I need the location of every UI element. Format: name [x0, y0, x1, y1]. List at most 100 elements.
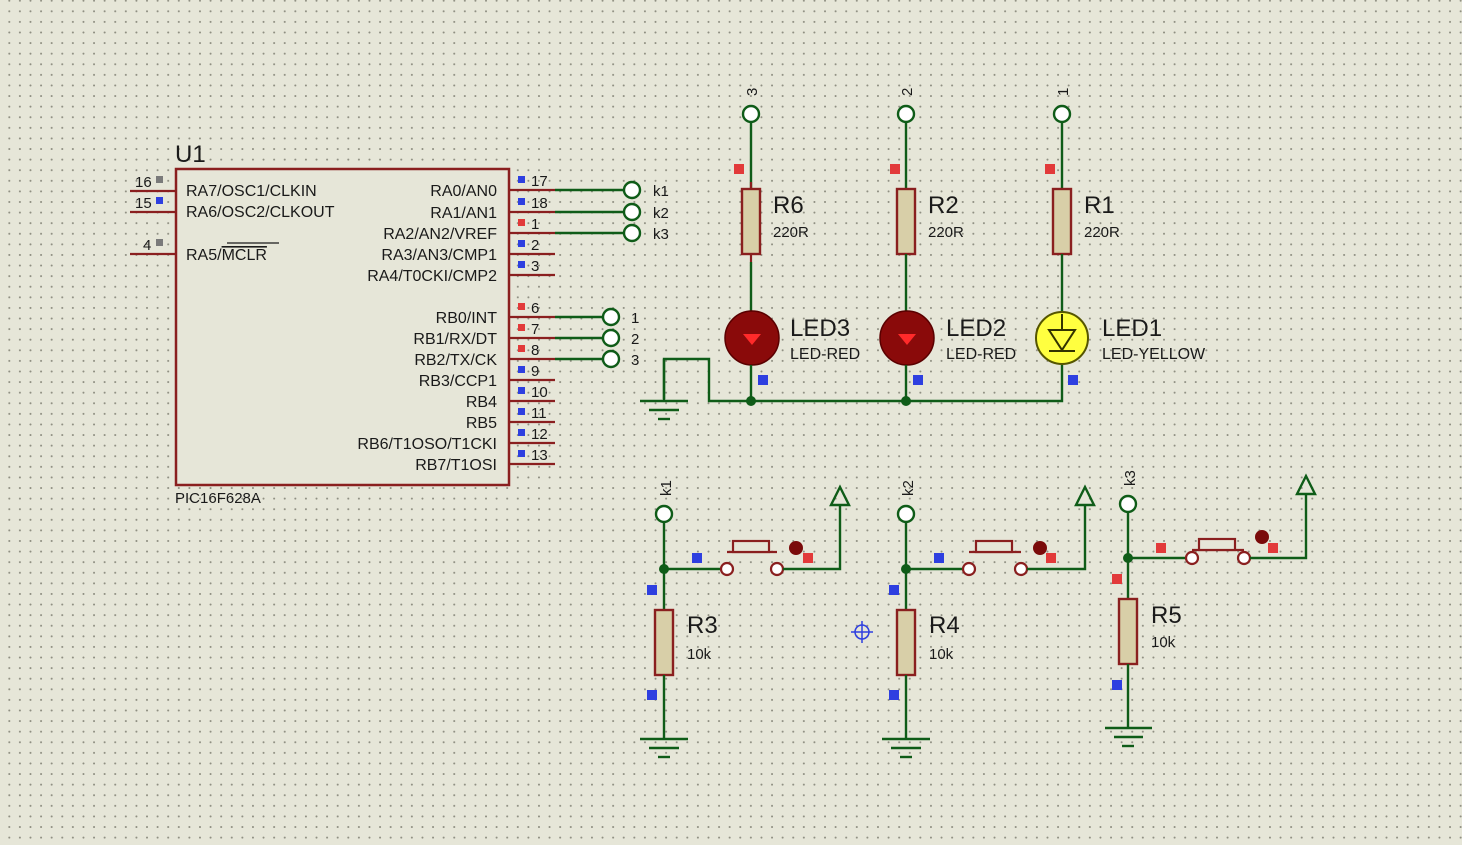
power-arrow-icon [829, 484, 851, 507]
mcu-pin-16-name: RA7/OSC1/CLKIN [186, 183, 317, 200]
mcu-pin-name: RB6/T1OSO/T1CKI [357, 436, 497, 453]
led-branch-led2: 2 R2 220R LED2 LED-RED [879, 88, 1016, 401]
mcu-pin-name: RB5 [466, 415, 497, 432]
pin-state-marker [518, 240, 525, 247]
resistor-r2[interactable] [895, 187, 917, 256]
mcu-pin-number: 2 [531, 237, 539, 254]
mcu-pin-number: 11 [531, 405, 547, 422]
led3-ref: LED3 [790, 315, 850, 342]
resistor-r5-ref: R5 [1151, 602, 1182, 629]
terminal-2[interactable] [601, 328, 621, 348]
led-common-wire[interactable] [662, 357, 1064, 403]
wire-switch-power-k1[interactable] [783, 505, 842, 571]
resistor-r6-value: 220R [773, 224, 809, 241]
resistor-r5[interactable] [1117, 597, 1139, 666]
mcu-pin-number: 10 [531, 384, 548, 401]
wire-switch-power-k2[interactable] [1027, 505, 1087, 571]
mcu-pin-name: RA2/AN2/VREF [383, 226, 497, 243]
resistor-r4-ref: R4 [929, 612, 960, 639]
pin-state-marker [518, 261, 525, 268]
led-branch-led3: 3 R6 220R LED3 LED-RED [724, 88, 860, 401]
resistor-r4-value: 10k [929, 646, 954, 663]
pin-state-marker [1156, 543, 1166, 553]
terminal-3[interactable] [601, 349, 621, 369]
terminal-led3[interactable] [741, 104, 761, 124]
mcu-pin-4-number: 4 [143, 237, 151, 254]
mcu-pin-number: 17 [531, 173, 548, 190]
terminal-1-label: 1 [631, 310, 639, 327]
pin-state-marker [156, 176, 163, 183]
ground-symbol-r5 [1105, 726, 1152, 748]
wire-switch-power-k3[interactable] [1250, 494, 1308, 560]
push-button-k2[interactable] [961, 539, 1047, 577]
led-ground-net [640, 357, 1064, 421]
mcu-pin-name: RA1/AN1 [430, 205, 497, 222]
pin-state-marker [518, 387, 525, 394]
pin-state-marker [647, 585, 657, 595]
switch-branch-k3: k3 R5 10k [1105, 470, 1317, 748]
terminal-1[interactable] [601, 307, 621, 327]
pin-state-marker [889, 690, 899, 700]
push-button-k1[interactable] [719, 539, 803, 577]
terminal-sw-k2-label: k2 [900, 480, 917, 496]
terminal-sw-k2[interactable] [896, 504, 916, 524]
pin-state-marker [1112, 680, 1122, 690]
resistor-r1-ref: R1 [1084, 192, 1115, 219]
pin-state-marker [518, 303, 525, 310]
resistor-r1[interactable] [1051, 187, 1073, 256]
resistor-r2-ref: R2 [928, 192, 959, 219]
mcu-pin-name: RA0/AN0 [430, 183, 497, 200]
resistor-r5-value: 10k [1151, 634, 1176, 651]
terminal-sw-k3[interactable] [1118, 494, 1138, 514]
power-arrow-icon [1074, 484, 1096, 507]
mcu-pin-4-name: RA5/MCLR [186, 247, 267, 264]
resistor-r2-value: 220R [928, 224, 964, 241]
power-arrow-icon [1295, 473, 1317, 496]
terminal-k2[interactable] [622, 202, 642, 222]
led2-value: LED-RED [946, 346, 1016, 363]
mcu-pin-4-name-plain: RA5/ [186, 247, 222, 264]
pin-state-marker [647, 690, 657, 700]
led2-arrow-icon [898, 334, 916, 345]
terminal-3-label: 3 [631, 352, 639, 369]
microcontroller-u1[interactable]: U1 PIC16F628A 16 RA7/OSC1/CLKIN 15 RA6/O… [130, 141, 555, 507]
mcu-pin-number: 6 [531, 300, 539, 317]
crosshair-cursor-icon [851, 621, 873, 643]
led3-value: LED-RED [790, 346, 860, 363]
led1-value: LED-YELLOW [1102, 346, 1206, 363]
terminal-led2[interactable] [896, 104, 916, 124]
terminal-sw-k1-label: k1 [658, 480, 675, 496]
push-button-k3[interactable] [1184, 530, 1269, 566]
terminal-k3-label: k3 [653, 226, 669, 243]
terminal-k3[interactable] [622, 223, 642, 243]
mcu-body[interactable] [174, 167, 511, 487]
terminal-led1[interactable] [1052, 104, 1072, 124]
pin-state-marker [1068, 375, 1078, 385]
mcu-pin-number: 9 [531, 363, 539, 380]
mcu-pin-name: RB1/RX/DT [413, 331, 497, 348]
pin-state-marker [518, 176, 525, 183]
resistor-r3[interactable] [653, 608, 675, 677]
port-b-terminals: 1 2 3 [555, 307, 639, 369]
resistor-r6[interactable] [740, 187, 762, 256]
terminal-k1[interactable] [622, 180, 642, 200]
mcu-pin-name: RB7/T1OSI [415, 457, 497, 474]
mcu-pin-16-number: 16 [135, 174, 152, 191]
terminal-sw-k1[interactable] [654, 504, 674, 524]
led-branch-led1: 1 R1 220R LED1 LED-YELLOW [1035, 88, 1206, 385]
mcu-part-label: PIC16F628A [175, 490, 261, 507]
mcu-pin-number: 12 [531, 426, 548, 443]
mcu-pin-15-name: RA6/OSC2/CLKOUT [186, 204, 335, 221]
pin-state-marker [156, 239, 163, 246]
pin-state-marker [518, 408, 525, 415]
terminal-led2-label: 2 [899, 88, 916, 96]
switch-branch-k2: k2 R4 10k [882, 480, 1096, 759]
pin-state-marker [1045, 164, 1055, 174]
pin-state-marker [1046, 553, 1056, 563]
resistor-r3-value: 10k [687, 646, 712, 663]
resistor-r4[interactable] [895, 608, 917, 677]
pin-state-marker [518, 324, 525, 331]
mcu-right-pins: 17RA0/AN018RA1/AN11RA2/AN2/VREF2RA3/AN3/… [357, 173, 555, 474]
mcu-pin-number: 1 [531, 216, 539, 233]
